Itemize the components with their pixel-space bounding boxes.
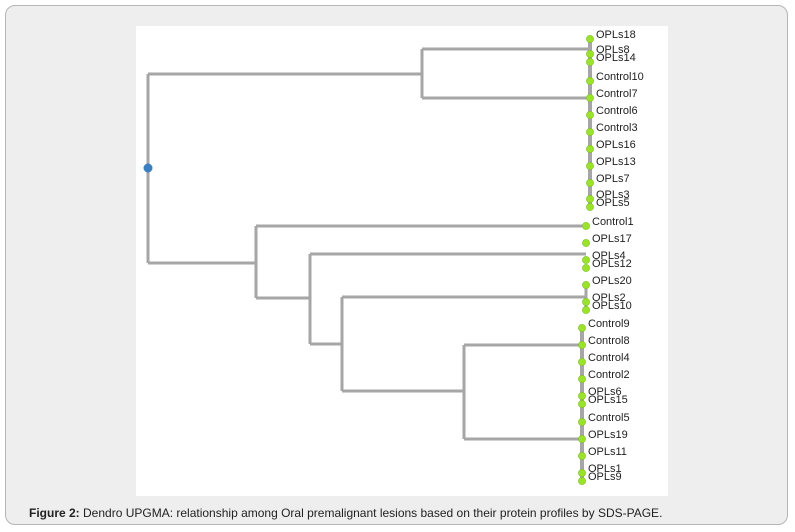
leaf-label: Control8: [588, 335, 630, 347]
leaf-node: [578, 477, 586, 485]
leaf-node: [586, 128, 594, 136]
leaf-node: [578, 469, 586, 477]
leaf-node: [578, 375, 586, 383]
leaf-label: OPLs13: [596, 156, 636, 168]
leaf-node: [586, 94, 594, 102]
leaf-node: [586, 111, 594, 119]
leaf-label: Control2: [588, 369, 630, 381]
leaf-node: [586, 77, 594, 85]
leaf-node: [586, 162, 594, 170]
leaf-label: OPLs10: [592, 300, 632, 312]
leaf-label: OPLs1: [588, 463, 622, 475]
leaf-label: Control1: [592, 216, 634, 228]
leaf-node: [578, 341, 586, 349]
leaf-node: [582, 222, 590, 230]
leaf-label: Control4: [588, 352, 630, 364]
leaf-node: [582, 239, 590, 247]
leaf-label: OPLs7: [596, 173, 630, 185]
leaf-label: OPLs2: [592, 292, 626, 304]
leaf-node: [582, 298, 590, 306]
leaf-node: [578, 435, 586, 443]
leaf-label: Control5: [588, 412, 630, 424]
leaf-label: Control9: [588, 318, 630, 330]
leaf-node: [578, 358, 586, 366]
leaf-label: OPLs15: [588, 394, 628, 406]
caption-label: Figure 2:: [29, 506, 80, 520]
leaf-node: [578, 418, 586, 426]
leaf-label: OPLs9: [588, 471, 622, 483]
leaf-label: OPLs17: [592, 233, 632, 245]
leaf-node: [586, 145, 594, 153]
leaf-label: OPLs6: [588, 386, 622, 398]
leaf-node: [578, 324, 586, 332]
leaf-label: Control6: [596, 105, 638, 117]
leaf-node: [582, 264, 590, 272]
caption-text: Dendro UPGMA: relationship among Oral pr…: [79, 506, 663, 520]
figure-caption: Figure 2: Dendro UPGMA: relationship amo…: [29, 506, 662, 520]
leaf-label: Control3: [596, 122, 638, 134]
leaf-node: [586, 195, 594, 203]
leaf-node: [582, 281, 590, 289]
leaf-label: OPLs19: [588, 429, 628, 441]
leaf-label: OPLs11: [588, 446, 627, 458]
leaf-node: [586, 35, 594, 43]
leaf-node: [582, 306, 590, 314]
leaf-node: [586, 50, 594, 58]
leaf-node: [582, 256, 590, 264]
leaf-node: [586, 58, 594, 66]
leaf-label: Control7: [596, 88, 638, 100]
leaf-label: OPLs20: [592, 275, 632, 287]
leaf-label: OPLs8: [596, 44, 630, 56]
leaf-node: [586, 203, 594, 211]
root-node: [143, 163, 153, 173]
leaf-label: OPLs14: [596, 52, 636, 64]
leaf-node: [586, 179, 594, 187]
dendrogram-svg: OPLs18OPLs8OPLs14Control10Control7Contro…: [143, 29, 644, 485]
leaf-label: OPLs12: [592, 258, 632, 270]
leaf-label: OPLs5: [596, 197, 630, 209]
leaf-node: [578, 400, 586, 408]
leaf-label: OPLs18: [596, 29, 636, 41]
leaf-node: [578, 392, 586, 400]
leaf-label: Control10: [596, 71, 644, 83]
leaf-label: OPLs4: [592, 250, 626, 262]
leaf-node: [578, 452, 586, 460]
leaf-label: OPLs3: [596, 189, 630, 201]
leaf-label: OPLs16: [596, 139, 636, 151]
